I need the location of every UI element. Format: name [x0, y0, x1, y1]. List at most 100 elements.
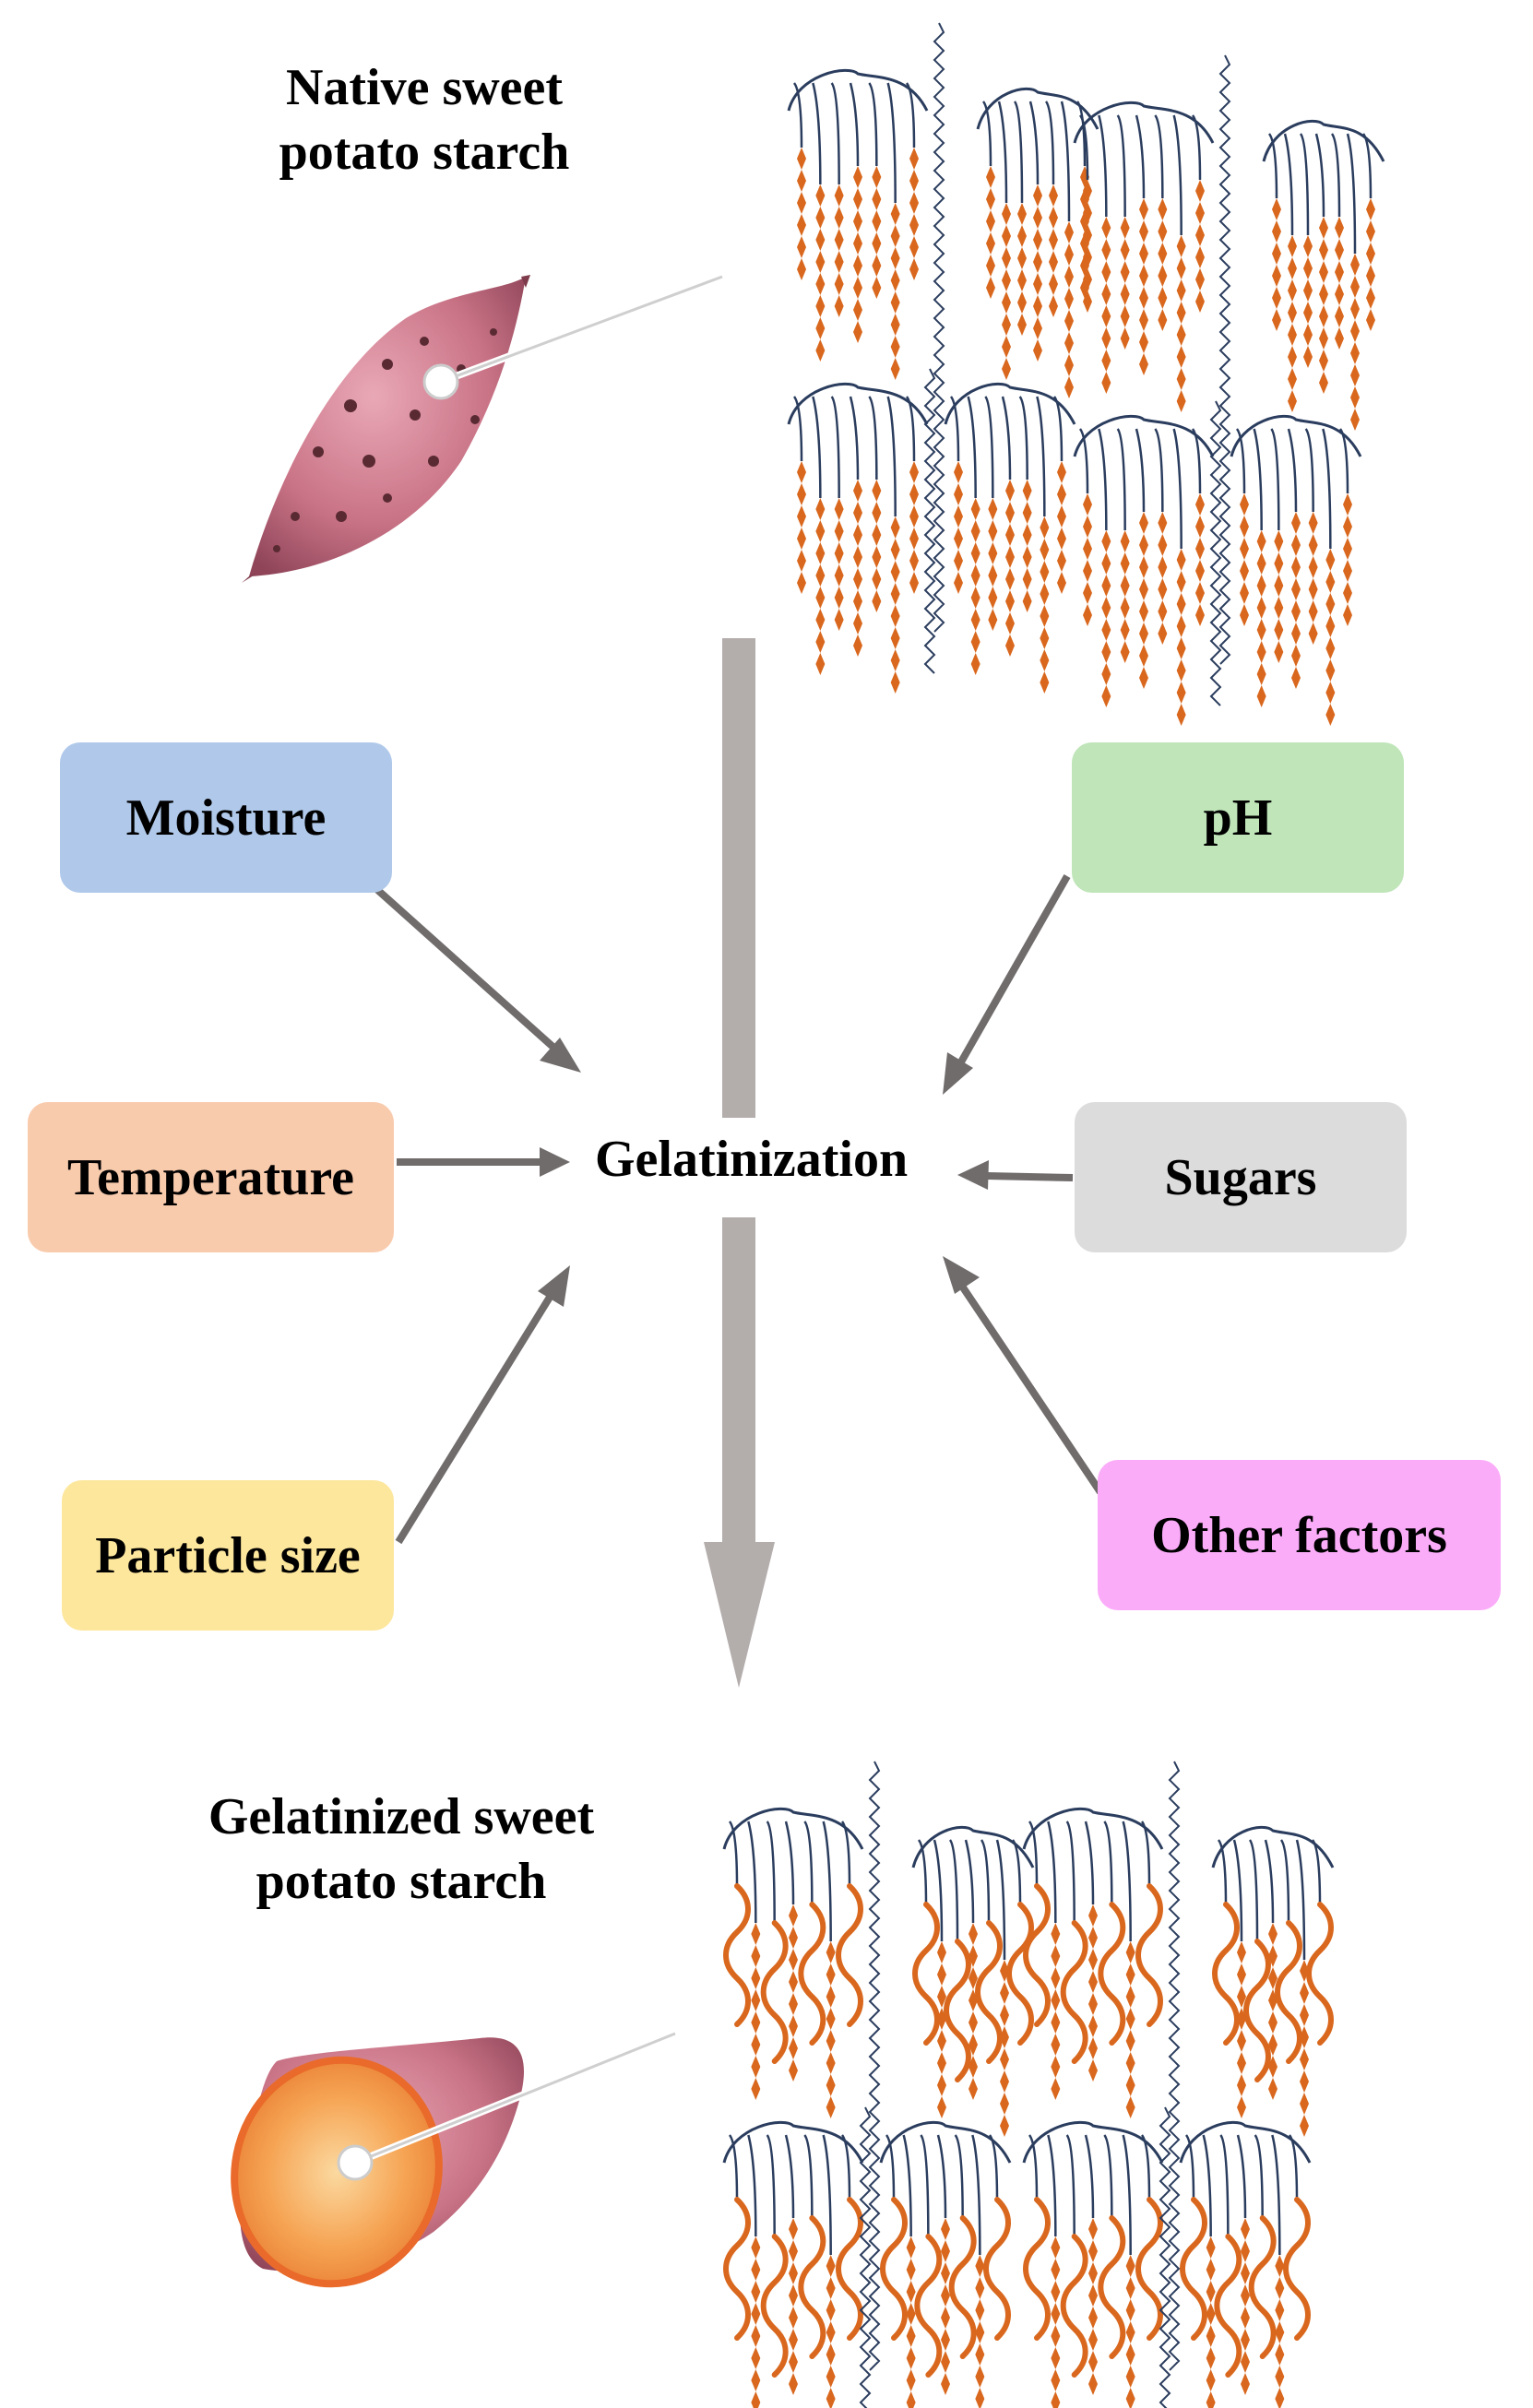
branch-chain — [1018, 396, 1028, 480]
branch-chain — [803, 1821, 814, 1905]
crystalline-double-helix — [1366, 198, 1375, 331]
crystalline-double-helix — [1101, 217, 1111, 394]
branch-chain — [1219, 2134, 1230, 2237]
branch-chain — [1028, 1821, 1039, 1887]
crystalline-double-helix — [1176, 235, 1186, 412]
branch-chain — [1288, 2134, 1299, 2200]
branch-chain — [1248, 1839, 1259, 1942]
crystalline-double-helix — [1195, 180, 1205, 313]
branch-backbone — [722, 2120, 864, 2164]
particle-size-box: Particle size — [62, 1480, 394, 1631]
branch-backbone — [787, 382, 929, 425]
branch-chain — [1135, 428, 1146, 513]
branch-chain — [1098, 428, 1108, 531]
crystalline-double-helix — [1158, 198, 1168, 331]
branch-chain — [812, 82, 822, 185]
amylopectin-cluster — [976, 87, 1099, 398]
amylose-chain — [1218, 54, 1231, 665]
unwound-amorphous-chain — [1135, 2197, 1163, 2341]
crystalline-double-helix — [1291, 512, 1301, 689]
crystalline-double-helix — [834, 498, 844, 631]
branch-chain — [905, 82, 916, 148]
branch-chain — [885, 2134, 896, 2200]
branch-chain — [1299, 133, 1310, 236]
branch-chain — [1217, 1839, 1228, 1905]
unwound-amorphous-chain — [723, 1883, 751, 2027]
crystalline-double-helix — [1139, 512, 1148, 689]
amylose-chain — [923, 368, 936, 674]
amylopectin-cluster — [1073, 101, 1215, 412]
crystalline-double-helix — [1139, 198, 1148, 375]
branch-chain — [1103, 1821, 1113, 1905]
crystalline-double-helix — [1303, 235, 1313, 368]
branch-chain — [1103, 2134, 1113, 2219]
particle-size-arrow — [395, 1265, 570, 1545]
crystalline-double-helix — [1002, 203, 1011, 380]
branch-chain — [1346, 133, 1357, 255]
branch-chain — [1078, 114, 1089, 181]
branch-chain — [886, 396, 897, 517]
branch-chain — [1122, 1821, 1132, 1942]
branch-chain — [980, 1839, 991, 1924]
branch-chain — [1172, 114, 1182, 236]
branch-chain — [1295, 1839, 1306, 1961]
sugars-arrow — [957, 1160, 1074, 1190]
branch-chain — [1044, 101, 1055, 185]
unwound-amorphous-chain — [914, 2234, 943, 2378]
branch-chain — [1267, 133, 1278, 199]
crystalline-double-helix — [954, 461, 963, 594]
other-factors-arrow — [943, 1256, 1104, 1495]
branch-chain — [728, 2134, 739, 2200]
unwound-amorphous-chain — [1283, 2197, 1311, 2341]
unwound-amorphous-chain — [944, 1939, 971, 2082]
amylopectin-cluster — [722, 2120, 864, 2408]
branch-chain — [1253, 428, 1263, 531]
branch-backbone — [944, 382, 1076, 425]
crystalline-double-helix — [1237, 1941, 1246, 2118]
amylose-chain — [859, 2106, 872, 2408]
branch-chain — [1028, 2134, 1039, 2200]
temperature-arrow — [397, 1147, 570, 1177]
branch-chain — [905, 396, 916, 462]
crystalline-double-helix — [1120, 217, 1130, 350]
crystalline-double-helix — [1206, 2236, 1216, 2408]
branch-chain — [997, 101, 1008, 204]
crystalline-double-helix — [1049, 184, 1058, 317]
crystalline-double-helix — [1057, 461, 1066, 594]
amylopectin-cluster — [1179, 2120, 1312, 2408]
branch-chain — [747, 2134, 757, 2237]
crystalline-double-helix — [1240, 493, 1249, 626]
branch-backbone — [722, 1807, 864, 1850]
unwound-amorphous-chain — [1243, 1939, 1271, 2082]
crystalline-double-helix — [797, 461, 806, 594]
branch-chain — [840, 1821, 851, 1887]
branch-chain — [964, 1839, 975, 1924]
branch-chain — [1060, 101, 1071, 222]
branch-chain — [728, 1821, 739, 1887]
crystalline-double-helix — [797, 148, 806, 280]
ph-arrow — [943, 874, 1071, 1095]
unwound-amorphous-chain — [760, 2234, 789, 2378]
crystalline-double-helix — [1022, 480, 1032, 612]
branch-chain — [971, 2134, 981, 2256]
branch-chain — [1052, 396, 1064, 462]
branch-chain — [849, 396, 860, 480]
branch-chain — [747, 1821, 757, 1924]
branch-chain — [1202, 2134, 1212, 2237]
crystalline-double-helix — [853, 480, 862, 657]
unwound-amorphous-chain — [1060, 2234, 1088, 2378]
crystalline-double-helix — [789, 1904, 798, 2082]
crystalline-double-helix — [1125, 2255, 1135, 2408]
crystalline-double-helix — [1272, 198, 1281, 331]
crystalline-double-helix — [1083, 493, 1092, 626]
crystalline-double-helix — [1088, 1904, 1098, 2082]
crystalline-double-helix — [1000, 1960, 1009, 2137]
crystalline-double-helix — [1288, 235, 1297, 412]
branch-chain — [840, 2134, 851, 2200]
unwound-amorphous-chain — [1212, 1902, 1240, 2046]
amylopectin-cluster — [722, 1807, 864, 2118]
crystalline-double-helix — [872, 480, 882, 612]
branch-backbone — [1022, 1807, 1164, 1850]
branch-chain — [830, 82, 840, 185]
branch-chain — [868, 396, 878, 480]
